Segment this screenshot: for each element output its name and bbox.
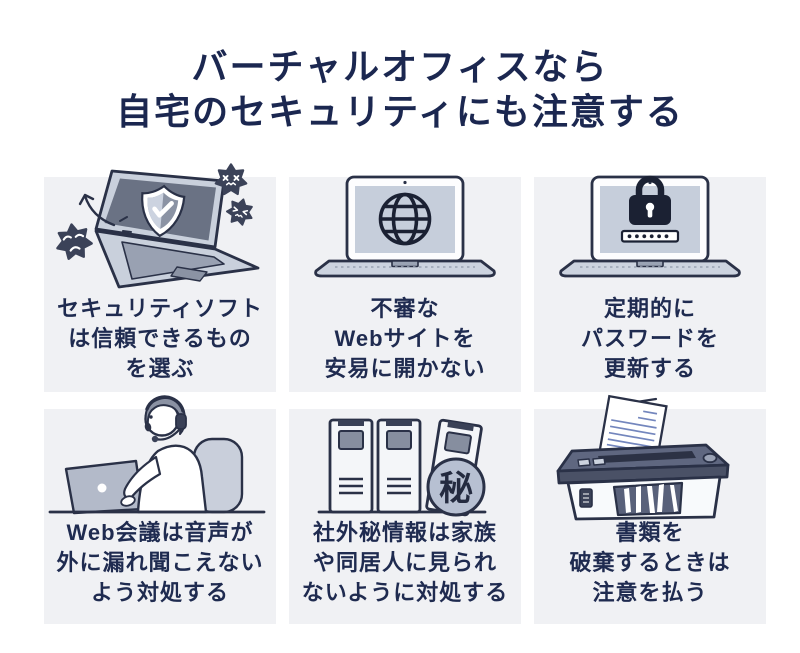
panel-caption: 書類を 破棄するときは 注意を払う [569, 520, 731, 605]
tips-grid: セキュリティソフト は信頼できるもの を選ぶ [44, 163, 766, 624]
panel-caption: 社外秘情報は家族 や同居人に見られ ないように対処する [301, 520, 509, 605]
padlock-glyph [629, 175, 671, 225]
headset-glyph [145, 395, 187, 443]
password-field-glyph [620, 229, 680, 243]
binder-glyph [376, 418, 422, 514]
person-headset-laptop-icon [48, 395, 266, 515]
secret-stamp-icon: 秘 [426, 457, 486, 517]
virus-dead-icon [214, 163, 248, 196]
binders-secret-stamp-icon: 秘 [317, 418, 487, 517]
panel-web-meeting-audio: Web会議は音声が 外に漏れ聞こえない よう対処する [44, 395, 276, 624]
paper-shredder-icon [556, 394, 730, 521]
panel-caption: 定期的に パスワードを 更新する [580, 296, 719, 381]
panel-confidential-binders: 秘 社外秘情報は家族 や同居人に見られ ないように対処する [289, 409, 521, 624]
virus-angry-icon [225, 198, 253, 226]
binder-glyph [328, 418, 374, 514]
panel-shredder: 書類を 破棄するときは 注意を払う [534, 394, 766, 624]
panel-suspicious-websites: 不審な Webサイトを 安易に開かない [289, 175, 521, 392]
virus-sad-icon [56, 223, 93, 260]
page-title-line1: バーチャルオフィスなら [191, 46, 609, 87]
panel-caption: セキュリティソフト は信頼できるもの を選ぶ [57, 296, 263, 381]
laptop-globe-icon [314, 175, 496, 278]
panel-caption: Web会議は音声が 外に漏れ聞こえない よう対処する [56, 520, 264, 605]
panel-caption: 不審な Webサイトを 安易に開かない [324, 296, 486, 381]
globe-glyph [378, 192, 432, 246]
page-title: バーチャルオフィスなら 自宅のセキュリティにも注意する [0, 0, 800, 134]
panel-password-update: 定期的に パスワードを 更新する [534, 175, 766, 392]
page-title-line2: 自宅のセキュリティにも注意する [116, 91, 684, 132]
laptop-padlock-icon [559, 175, 741, 278]
secret-stamp-text: 秘 [439, 470, 473, 508]
shredded-paper-window [612, 481, 684, 517]
laptop-shield-virus-icon [56, 163, 260, 289]
panel-security-software: セキュリティソフト は信頼できるもの を選ぶ [44, 163, 276, 392]
